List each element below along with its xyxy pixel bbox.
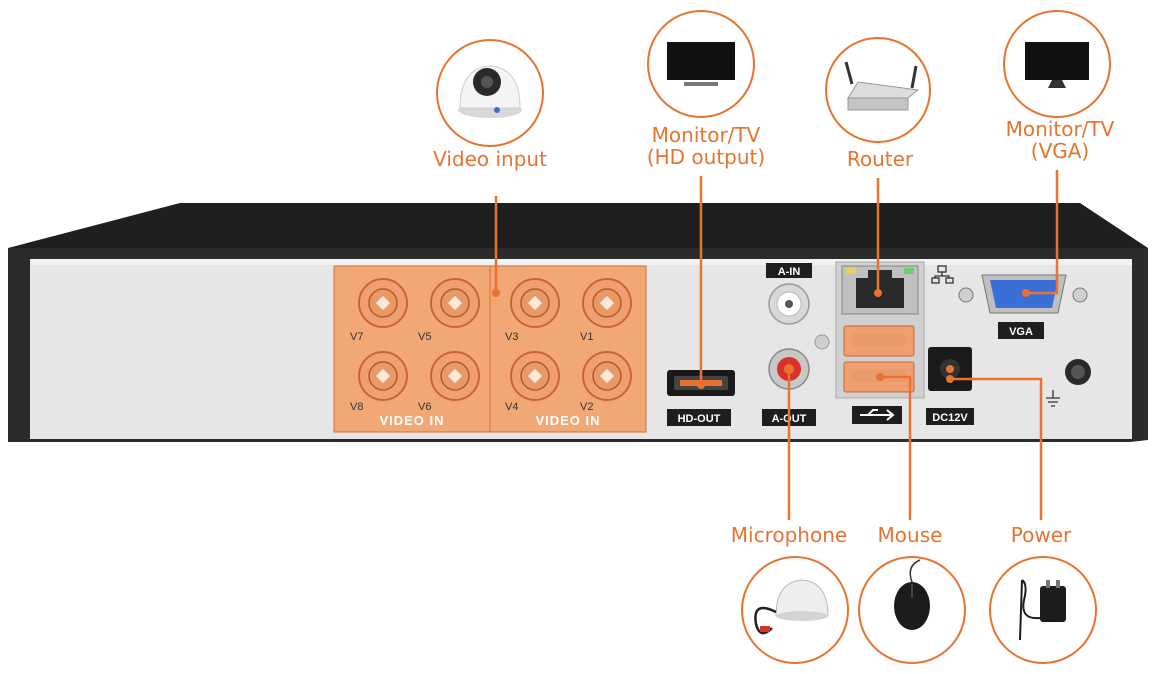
bnc-label: V8 [350,401,363,413]
mouse-line [880,375,912,520]
bnc-connector [582,278,632,328]
hd-output-callout-line2: (HD output) [647,145,765,169]
ground-screw-icon [1046,359,1091,407]
bnc-connector [510,278,560,328]
dc12v-label: DC12V [932,412,968,424]
bnc-label: V3 [505,331,518,343]
video-in-label-right: VIDEO IN [535,413,600,428]
router-icon [825,37,931,143]
power-adapter-icon [989,556,1097,664]
hd-out-label: HD-OUT [678,413,721,425]
video-input-callout: Video input [433,147,547,171]
bnc-label: V6 [418,401,431,413]
hd-output-callout-line1: Monitor/TV [652,123,761,147]
bnc-connector [358,351,408,401]
microphone-callout: Microphone [731,523,847,547]
tv-icon [647,10,755,118]
monitor-icon [1003,10,1111,118]
bnc-connector [430,351,480,401]
bnc-label: V4 [505,401,518,413]
dc-power-port: DC12V [926,347,974,425]
vga-callout-line2: (VGA) [1031,139,1089,163]
bnc-connector [430,278,480,328]
video-input-block: VIDEO IN VIDEO IN V7 V5 V8 V6 V3 [333,265,647,433]
mouse-icon [858,556,966,664]
bnc-label: V7 [350,331,363,343]
video-in-label-left: VIDEO IN [379,413,444,428]
router-callout: Router [847,147,914,171]
vga-label: VGA [1009,326,1033,338]
dome-camera-icon [436,39,544,147]
bnc-label: V1 [580,331,593,343]
bnc-connector [358,278,408,328]
bnc-connector [510,351,560,401]
bnc-label: V5 [418,331,431,343]
power-line [950,377,1043,520]
network-icon [931,265,954,284]
power-callout: Power [1011,523,1072,547]
microphone-icon [741,556,849,664]
bnc-connector [582,351,632,401]
vga-callout-line1: Monitor/TV [1006,117,1115,141]
mouse-callout: Mouse [878,523,943,547]
vga-line [1026,170,1059,295]
bnc-label: V2 [580,401,593,413]
connector-lines [494,170,1059,520]
a-in-label: A-IN [778,266,801,278]
